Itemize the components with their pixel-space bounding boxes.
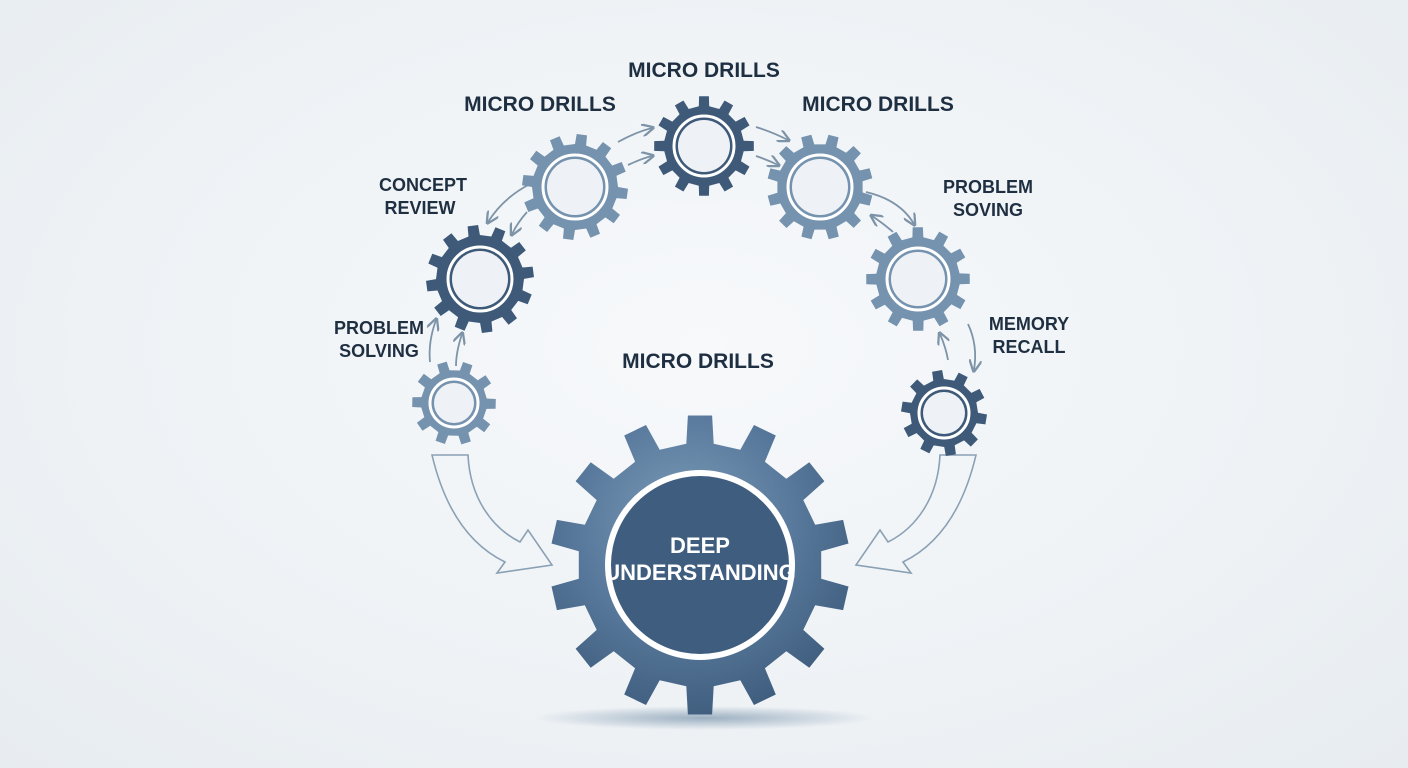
gear-left-mid-ring (446, 245, 514, 313)
gear-right-low (901, 370, 987, 456)
gear-labels: MICRO DRILLS MICRO DRILLS MICRO DRILLS C… (334, 59, 1069, 373)
label-left-mid-line1: CONCEPT (379, 175, 467, 195)
center-gear-shadow (534, 706, 874, 730)
gear-upper-right-ring (786, 153, 854, 221)
label-middle: MICRO DRILLS (622, 350, 774, 373)
gear-top-hub (678, 120, 730, 172)
label-left-low-line2: SOLVING (339, 341, 419, 361)
label-right-mid-line2: SOVING (953, 200, 1023, 220)
label-left-low-line1: PROBLEM (334, 318, 424, 338)
left-feed-arrow (430, 454, 554, 575)
gear-right-mid-hub (891, 252, 945, 306)
center-text-line2: UNDERSTANDING (604, 560, 795, 585)
gear-right-low-ring (917, 386, 971, 440)
gear-right-mid (866, 227, 970, 331)
gear-right-low-hub (923, 392, 965, 434)
label-right-low-line1: MEMORY (989, 314, 1069, 334)
gear-left-mid (426, 225, 534, 333)
center-gear-hub (611, 476, 789, 654)
gear-left-low-ring (428, 377, 480, 429)
cycle-arrows (430, 127, 976, 370)
label-right-low-line2: RECALL (993, 337, 1066, 357)
right-feed-arrow (854, 454, 978, 575)
label-upper-left: MICRO DRILLS (464, 93, 616, 116)
gear-upper-right-hub (792, 159, 848, 215)
gear-upper-left (522, 134, 628, 240)
gear-upper-left-hub (547, 159, 603, 215)
label-right-mid-line1: PROBLEM (943, 177, 1033, 197)
gear-upper-right (767, 134, 873, 240)
gear-top-ring (672, 114, 736, 178)
gear-left-mid-hub (452, 251, 508, 307)
gear-upper-left-ring (541, 153, 609, 221)
label-top: MICRO DRILLS (628, 59, 780, 82)
deep-understanding-gear: DEEP UNDERSTANDING (551, 415, 849, 715)
label-upper-right: MICRO DRILLS (802, 93, 954, 116)
gear-right-mid-ring (885, 246, 951, 312)
gear-left-low (412, 361, 496, 445)
gear-left-low-hub (434, 383, 474, 423)
center-text-line1: DEEP (670, 533, 730, 558)
label-left-mid-line2: REVIEW (384, 198, 455, 218)
gear-top (654, 96, 754, 196)
